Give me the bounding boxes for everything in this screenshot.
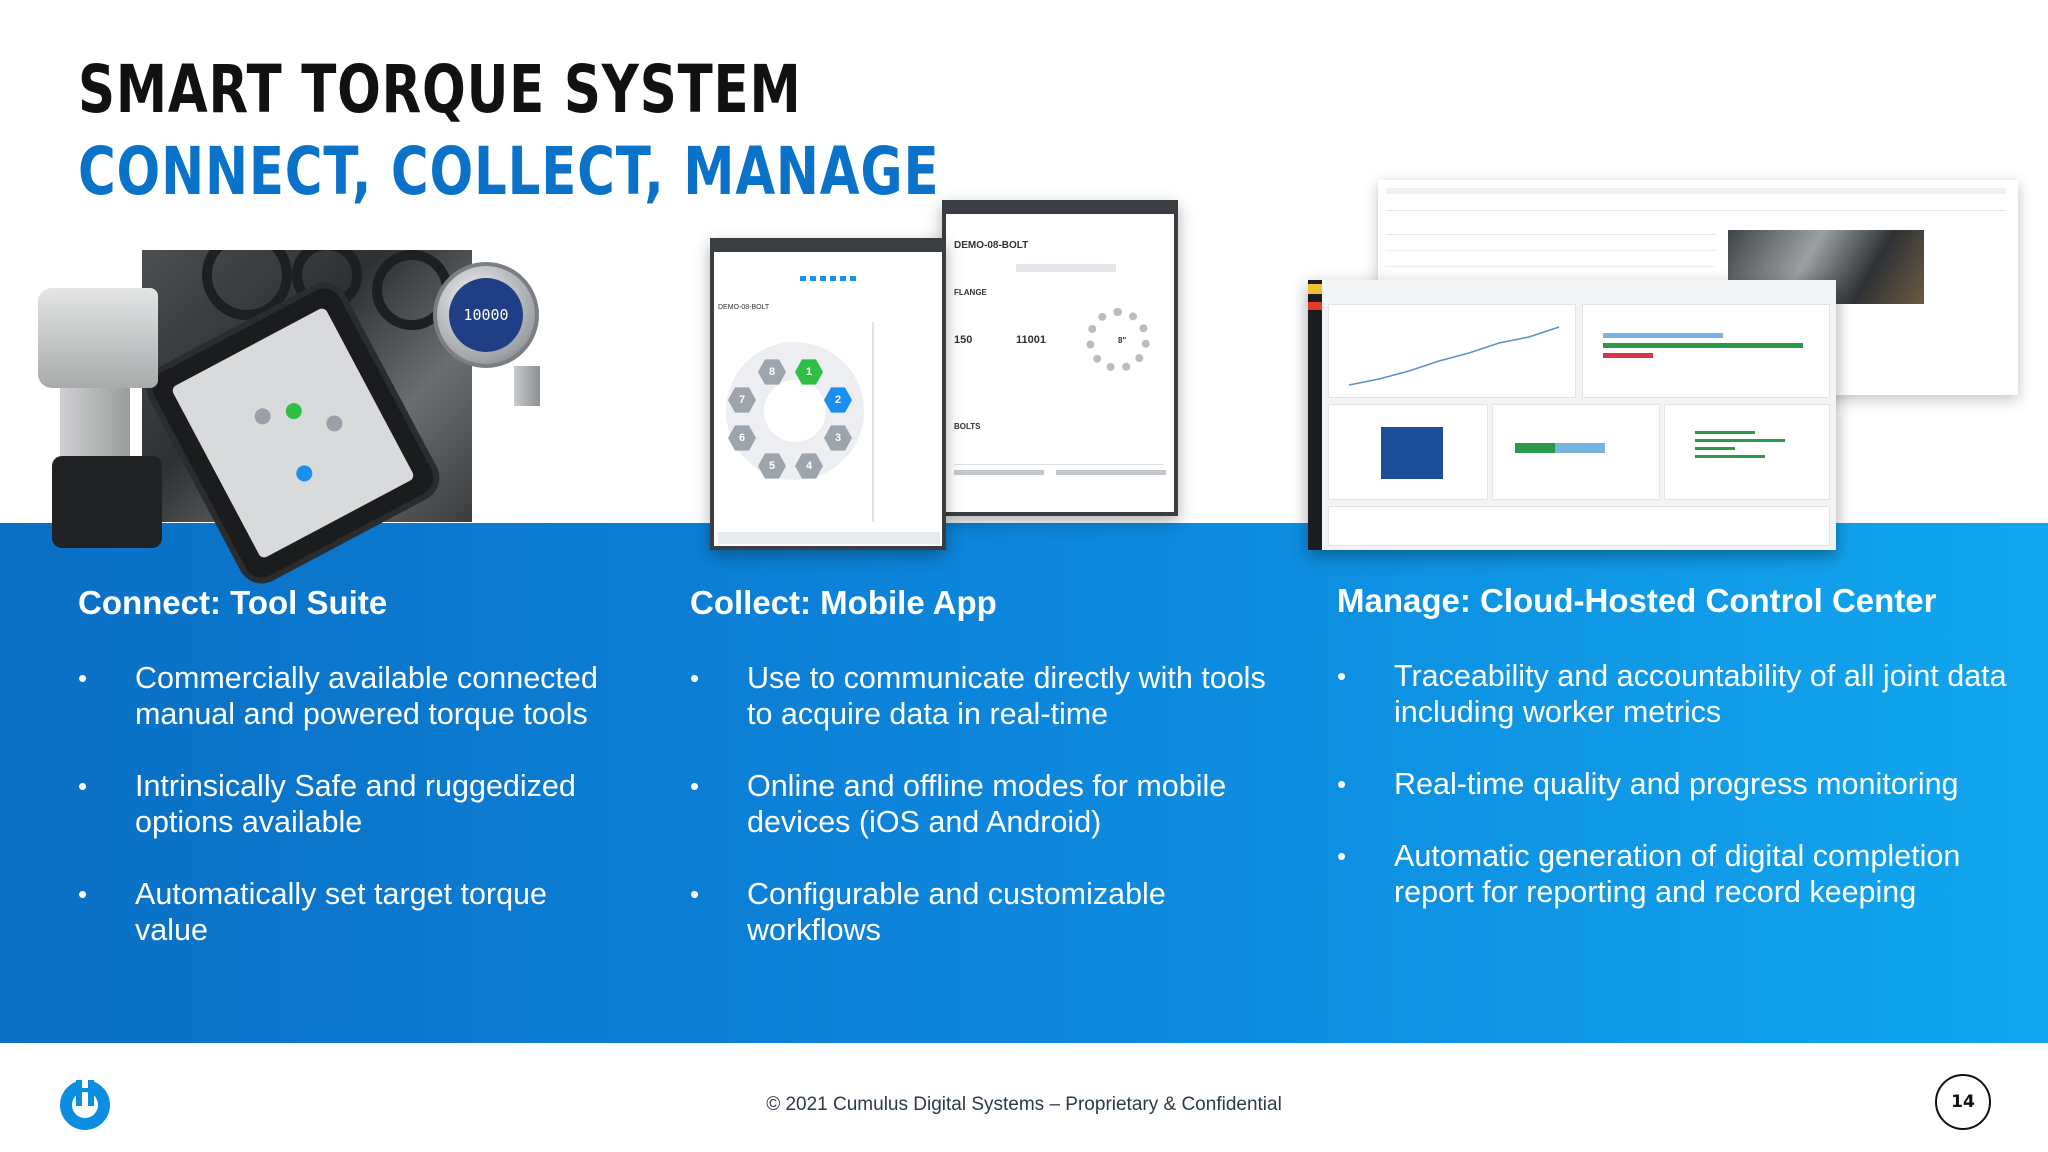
bolt-hex-5: 5 [758,453,786,479]
list-item: •Traceability and accountability of all … [1337,659,2007,729]
column-collect: Collect: Mobile App •Use to communicate … [690,582,1290,984]
wrench-battery [52,456,162,548]
manage-heading: Manage: Cloud-Hosted Control Center [1337,582,1937,619]
bar-chart-panel [1582,304,1830,398]
title-block: SMART TORQUE SYSTEM CONNECT, COLLECT, MA… [78,50,1182,214]
list-item: •Automatically set target torque value [78,877,547,947]
manage-bullets: •Traceability and accountability of all … [1337,658,2027,910]
line-chart [1348,326,1560,386]
dashboard-charts-screen [1308,280,1836,550]
list-item: •Commercially available connected manual… [78,661,598,731]
collect-heading: Collect: Mobile App [690,584,997,621]
stacked-bar-panel [1492,404,1660,500]
bolt-hex-3: 3 [824,425,852,451]
gauge-readout: 10000 [449,278,523,352]
list-item: •Automatic generation of digital complet… [1337,839,1961,909]
heatmap-panel [1328,404,1488,500]
list-item: •Real-time quality and progress monitori… [1337,767,1959,801]
torque-wrench [38,288,158,388]
column-manage: Manage: Cloud-Hosted Control Center •Tra… [1337,580,2027,946]
page-subtitle: CONNECT, COLLECT, MANAGE [78,133,940,210]
app-bolt-id-2: DEMO-08-BOLT [954,240,1029,251]
bolt-hex-2: 2 [824,387,852,413]
tool-suite-image: 10000 [38,248,548,584]
footer-copyright: © 2021 Cumulus Digital Systems – Proprie… [766,1094,1282,1115]
digital-gauge: 10000 [433,262,539,368]
distribution-panel [1664,404,1830,500]
collect-bullets: •Use to communicate directly with tools … [690,660,1290,948]
app-value-a: 150 [954,334,973,346]
connect-bullets: •Commercially available connected manual… [78,660,598,948]
app-bolt-id-1: DEMO-08-BOLT [718,304,770,311]
bolt-hex-8: 8 [758,359,786,385]
gauge-stem [514,366,540,406]
flange-label: FLANGE [954,288,987,297]
list-item: •Intrinsically Safe and ruggedized optio… [78,769,576,839]
bolts-label: BOLTS [954,422,981,431]
app-screen-sequence: DEMO-08-BOLT 1 2 3 4 5 6 7 8 [710,238,946,550]
bolt-hex-6: 6 [728,425,756,451]
list-item: •Online and offline modes for mobile dev… [690,769,1227,839]
app-value-b: 11001 [1016,334,1046,346]
line-chart-panel [1328,304,1576,398]
content-band [0,523,2048,1043]
list-item: •Use to communicate directly with tools … [690,661,1266,731]
bolt-hex-4: 4 [795,453,823,479]
column-connect: Connect: Tool Suite •Commercially availa… [78,582,598,984]
page-title: SMART TORQUE SYSTEM [78,51,802,128]
app-screen-detail: DEMO-08-BOLT FLANGE 150 11001 8" BOLTS [942,200,1178,516]
bolt-hex-7: 7 [728,387,756,413]
page-number: 14 [1935,1074,1991,1130]
bolt-hex-1: 1 [795,359,823,385]
connect-heading: Connect: Tool Suite [78,584,388,621]
list-item: •Configurable and customizable workflows [690,877,1166,947]
cumulus-logo-icon [60,1076,111,1130]
